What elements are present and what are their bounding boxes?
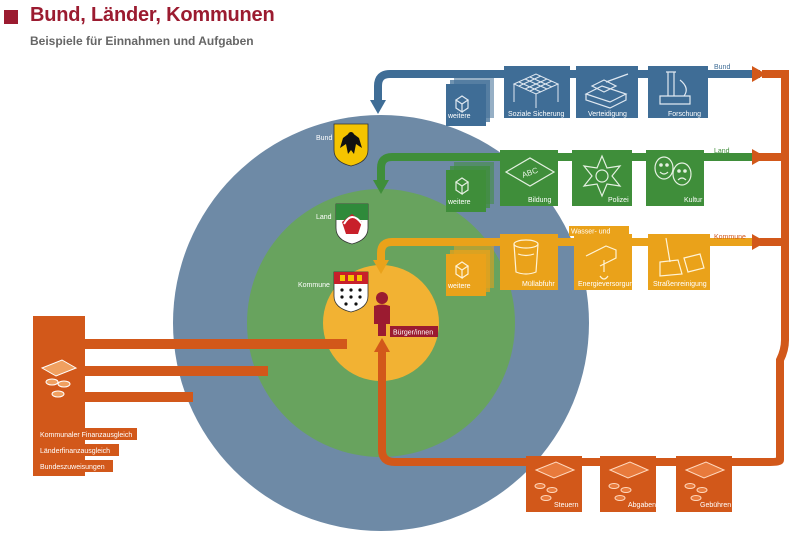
svg-text:Gebühren: Gebühren — [700, 502, 731, 509]
flow-label-land: Land — [714, 148, 730, 155]
task-kommune-wasser-energie: Wasser- und Energieversorgung — [569, 226, 637, 290]
svg-text:Straßenreinigung: Straßenreinigung — [653, 281, 707, 288]
revenue-flow-right — [378, 70, 789, 466]
police-star-icon — [582, 154, 622, 198]
svg-text:weitere: weitere — [447, 199, 471, 206]
safety-net-icon — [512, 73, 560, 108]
transfer-label-bund: Bundeszuweisungen — [40, 464, 105, 471]
money-icon — [608, 461, 650, 501]
svg-text:Verteidigung: Verteidigung — [588, 111, 627, 118]
revenue-gebuehren: Gebühren — [676, 456, 732, 512]
svg-text:weitere: weitere — [447, 283, 471, 290]
transfer-label-bg-2 — [37, 460, 113, 472]
citizen-label-bg — [390, 326, 438, 337]
flow-label-kommune: Kommune — [714, 234, 746, 241]
land-label: Land — [316, 214, 332, 221]
bund-task-flow — [374, 70, 760, 106]
task-land-kultur: Kultur — [646, 150, 704, 206]
cube-icon — [454, 261, 470, 280]
money-icon — [534, 461, 576, 501]
transfer-label-bg-1 — [37, 444, 119, 456]
svg-text:Müllabfuhr: Müllabfuhr — [522, 281, 555, 288]
svg-text:Polizei: Polizei — [608, 197, 629, 204]
task-bund-weitere: weitere — [446, 76, 494, 126]
transfer-line-land — [85, 366, 268, 376]
theater-masks-icon — [654, 156, 692, 186]
flow-label-bund: Bund — [714, 64, 730, 71]
svg-text:weitere: weitere — [447, 113, 471, 120]
task-land-weitere: weitere — [446, 162, 494, 212]
land-flow-arrowhead — [373, 180, 389, 194]
revenue-steuern: Steuern — [526, 456, 582, 512]
task-land-polizei: Polizei — [572, 150, 632, 206]
svg-text:Energieversorgung: Energieversorgung — [578, 281, 637, 288]
transfer-label-bg-0 — [37, 428, 137, 440]
trash-bin-icon — [513, 239, 539, 275]
faucet-icon — [585, 245, 617, 280]
cube-icon — [454, 177, 470, 196]
bund-flow-arrowhead — [370, 100, 386, 114]
task-bund-verteidigung: Verteidigung — [576, 66, 638, 118]
task-bund-soziale-sicherung: Soziale Sicherung — [504, 66, 570, 118]
citizen-label: Bürger/innen — [393, 330, 433, 337]
revenue-arrow-bund — [752, 66, 766, 82]
kommune-coat-of-arms-icon — [333, 271, 369, 313]
title-marker — [4, 10, 18, 24]
kommune-task-flow — [377, 238, 760, 264]
transfer-line-bund — [85, 392, 193, 402]
page-subtitle: Beispiele für Einnahmen und Aufgaben — [30, 34, 254, 48]
svg-text:Forschung: Forschung — [668, 111, 701, 118]
citizen-person-icon — [374, 292, 390, 336]
transfer-line-kommune — [85, 339, 347, 349]
svg-text:Soziale Sicherung: Soziale Sicherung — [508, 111, 565, 118]
bund-label: Bund — [316, 135, 332, 142]
kommune-flow-arrowhead — [373, 260, 389, 274]
cube-icon — [454, 95, 470, 114]
revenue-arrow-citizen — [374, 338, 390, 352]
svg-text:Steuern: Steuern — [554, 502, 579, 509]
task-land-bildung: ABC Bildung — [500, 150, 558, 206]
task-kommune-weitere: weitere — [446, 246, 494, 296]
land-coat-of-arms-icon — [335, 203, 369, 245]
page-title: Bund, Länder, Kommunen — [30, 4, 275, 26]
kommune-label: Kommune — [298, 282, 330, 289]
money-icon — [684, 461, 726, 501]
broom-icon — [659, 237, 705, 277]
bund-coat-of-arms-icon — [333, 123, 369, 167]
svg-text:Kultur: Kultur — [684, 197, 703, 204]
svg-text:Abgaben: Abgaben — [628, 502, 656, 509]
tank-icon — [584, 73, 629, 109]
revenue-arrow-kommune — [752, 234, 766, 250]
task-kommune-muellabfuhr: Müllabfuhr — [500, 234, 558, 290]
land-task-flow — [377, 153, 760, 184]
svg-text:Wasser- und: Wasser- und — [571, 229, 611, 236]
transfer-label-kommunal: Kommunaler Finanzausgleich — [40, 432, 132, 439]
microscope-icon — [659, 71, 691, 105]
money-icon — [40, 359, 78, 398]
transfer-label-laender: Länderfinanzausgleich — [40, 448, 110, 455]
revenue-abgaben: Abgaben — [600, 456, 656, 512]
task-bund-forschung: Forschung — [648, 66, 708, 118]
revenue-arrow-land — [752, 149, 766, 165]
svg-text:Bildung: Bildung — [528, 197, 551, 204]
task-kommune-strassenreinigung: Straßenreinigung — [648, 234, 710, 290]
